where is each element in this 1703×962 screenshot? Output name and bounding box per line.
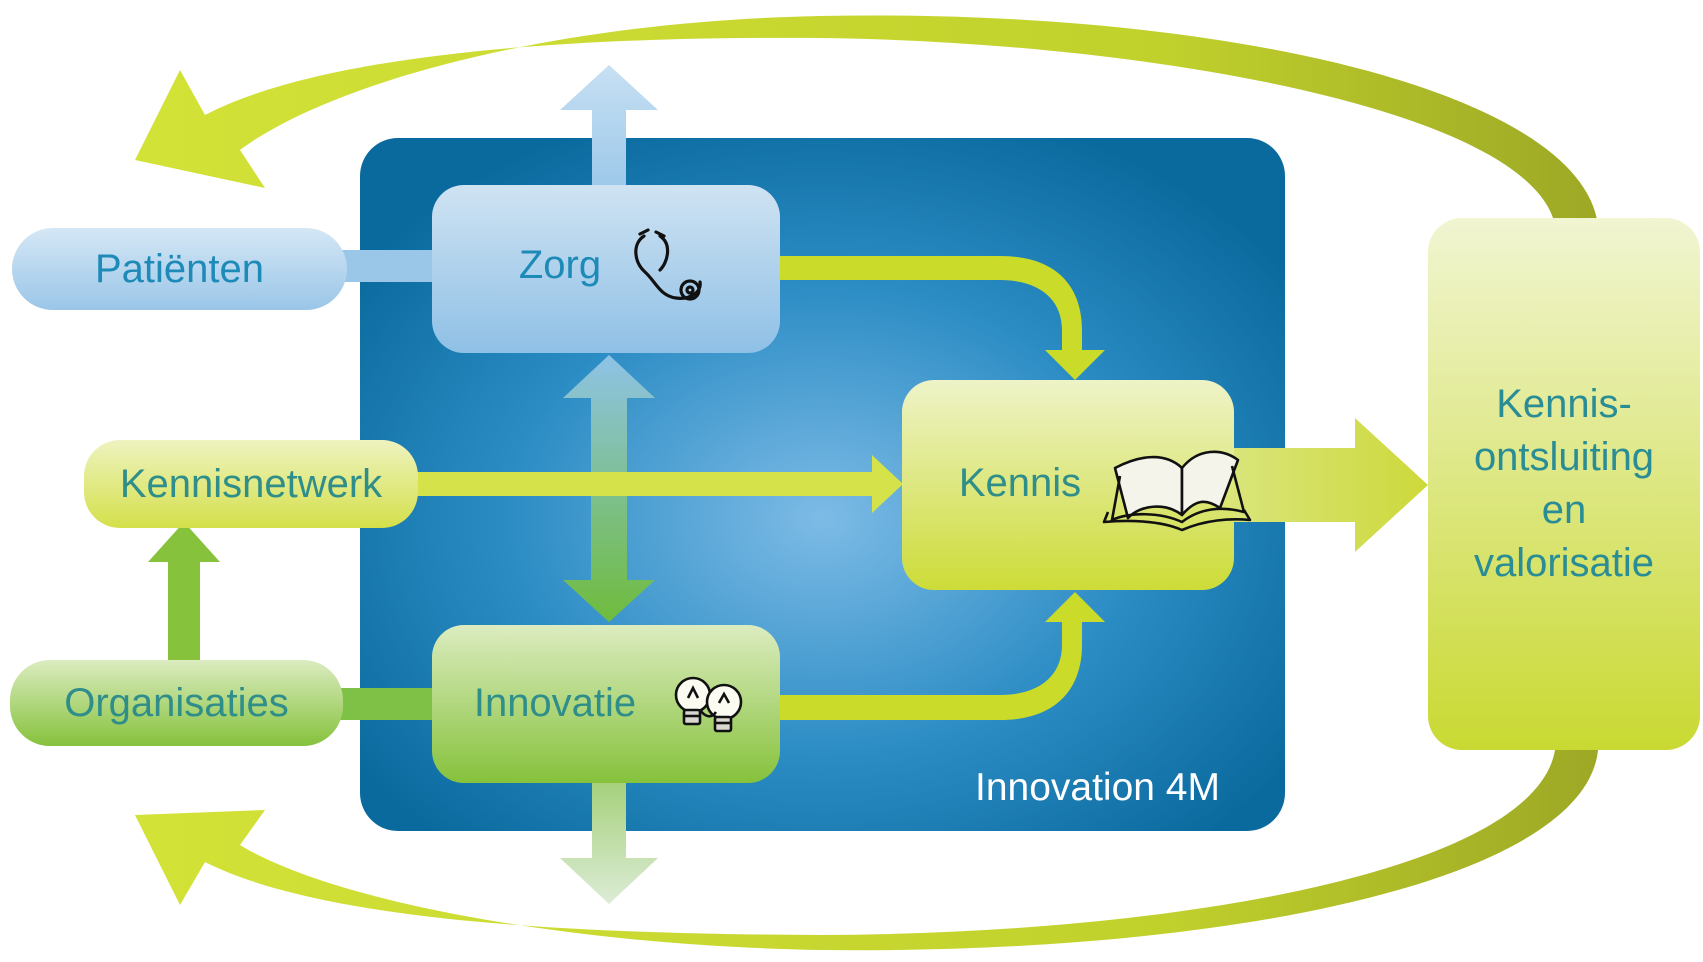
organisaties-label: Organisaties bbox=[64, 681, 289, 725]
ontsluiting-line-1: Kennis- bbox=[1496, 382, 1632, 426]
ontsluiting-label: Kennis- ontsluiting en valorisatie bbox=[1428, 218, 1700, 750]
ontsluiting-box bbox=[1428, 218, 1700, 750]
ontsluiting-line-2: ontsluiting bbox=[1473, 435, 1655, 479]
ontsluiting-line-3: en bbox=[1541, 488, 1587, 532]
innovatie-box bbox=[432, 625, 780, 783]
connector-organisaties-innovatie bbox=[338, 688, 438, 720]
organisaties-box bbox=[10, 660, 343, 746]
ontsluiting-line-4: valorisatie bbox=[1473, 541, 1655, 585]
innovatie-to-kennis-arrow bbox=[780, 592, 1105, 720]
book-icon bbox=[1102, 450, 1252, 532]
kennis-box bbox=[902, 380, 1234, 590]
kennis-label: Kennis bbox=[958, 461, 1082, 505]
kennisnetwerk-to-kennis-arrow bbox=[410, 455, 903, 513]
patienten-label: Patiënten bbox=[94, 247, 265, 291]
innovatie-label: Innovatie bbox=[473, 681, 637, 725]
organisaties-to-kennisnetwerk-arrow bbox=[148, 522, 220, 660]
kennisnetwerk-label: Kennisnetwerk bbox=[119, 462, 383, 506]
cycle-arrow-top bbox=[135, 15, 1598, 225]
zorg-up-arrow bbox=[560, 65, 658, 185]
zorg-label: Zorg bbox=[518, 243, 602, 287]
innovation-4m-label: Innovation 4M bbox=[975, 765, 1220, 809]
connector-patienten-zorg bbox=[340, 250, 435, 282]
kennisnetwerk-box bbox=[84, 440, 418, 528]
zorg-box bbox=[432, 185, 780, 353]
zorg-to-kennis-arrow bbox=[780, 256, 1105, 380]
innovatie-down-arrow bbox=[560, 780, 658, 904]
kennis-to-ontsluiting-arrow bbox=[1232, 418, 1428, 552]
stethoscope-icon bbox=[634, 228, 702, 301]
lightbulbs-icon bbox=[674, 676, 743, 733]
patienten-box bbox=[12, 228, 347, 310]
